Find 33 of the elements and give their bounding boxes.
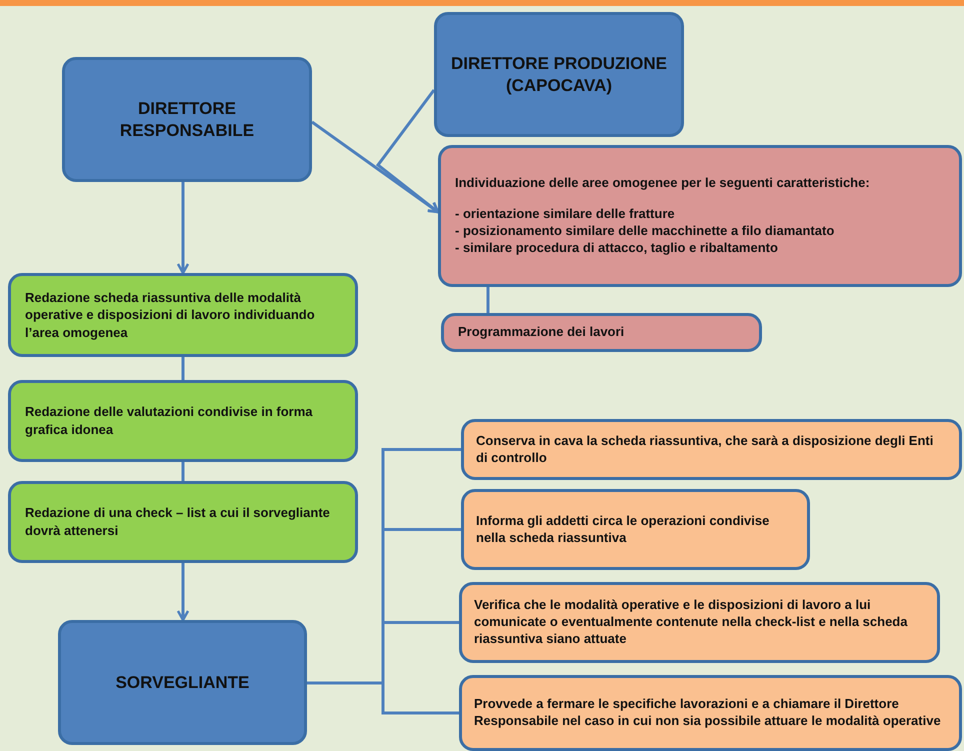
- list-item: - posizionamento similare delle macchinette a filo diamantato: [455, 223, 836, 240]
- node-text: Redazione delle valutazioni condivise in forma grafica idonea: [25, 403, 314, 439]
- task-box: [459, 582, 940, 663]
- arrow: [176, 182, 190, 274]
- process-box: [8, 481, 358, 563]
- role-box: [434, 12, 684, 137]
- node-text: Verifica che le modalità operative e le disposizioni di lavoro a lui comunicate o eventualmente contenute nella check-list e nella scheda riassuntiva siano attuate: [474, 597, 908, 648]
- node-text: Redazione di una check – list a cui il sorvegliante dovrà attenersi: [25, 504, 331, 540]
- task-box: [461, 489, 810, 570]
- process-box: [441, 313, 762, 352]
- process-box: [8, 380, 358, 462]
- connector-line: [486, 287, 490, 313]
- node-text: Conserva in cava la scheda riassuntiva, che sarà a disposizione degli Enti di controllo: [476, 432, 934, 466]
- role-box: [62, 57, 312, 182]
- list-item: - similare procedura di attacco, taglio e ribaltamento: [455, 240, 779, 257]
- role-title: SORVEGLIANTE: [116, 672, 250, 694]
- process-box: [438, 145, 962, 287]
- role-box: [58, 620, 307, 745]
- list-item: - orientazione similare delle fratture: [455, 206, 676, 223]
- arrow: [376, 89, 440, 214]
- connector-line: [182, 357, 184, 380]
- role-title: DIRETTORE RESPONSABILE: [118, 98, 256, 141]
- node-text: Redazione scheda riassuntiva delle modalità operative e disposizioni di lavoro individuando l’area omogenea: [25, 288, 316, 342]
- arrow: [176, 563, 190, 622]
- node-text: Individuazione delle aree omogenee per le seguenti caratteristiche:: [455, 175, 871, 192]
- task-box: [461, 419, 962, 480]
- connector-line: [182, 462, 184, 481]
- role-title: DIRETTORE PRODUZIONE (CAPOCAVA): [451, 53, 667, 96]
- node-text: Informa gli addetti circa le operazioni condivise nella scheda riassuntiva: [476, 512, 770, 546]
- node-text: Programmazione dei lavori: [458, 324, 626, 341]
- process-box: [8, 273, 358, 357]
- node-text: Provvede a fermare le specifiche lavorazioni e a chiamare il Direttore Responsabile nel caso in cui non sia possibile attuare le modalità operative: [474, 696, 942, 730]
- task-box: [459, 675, 962, 751]
